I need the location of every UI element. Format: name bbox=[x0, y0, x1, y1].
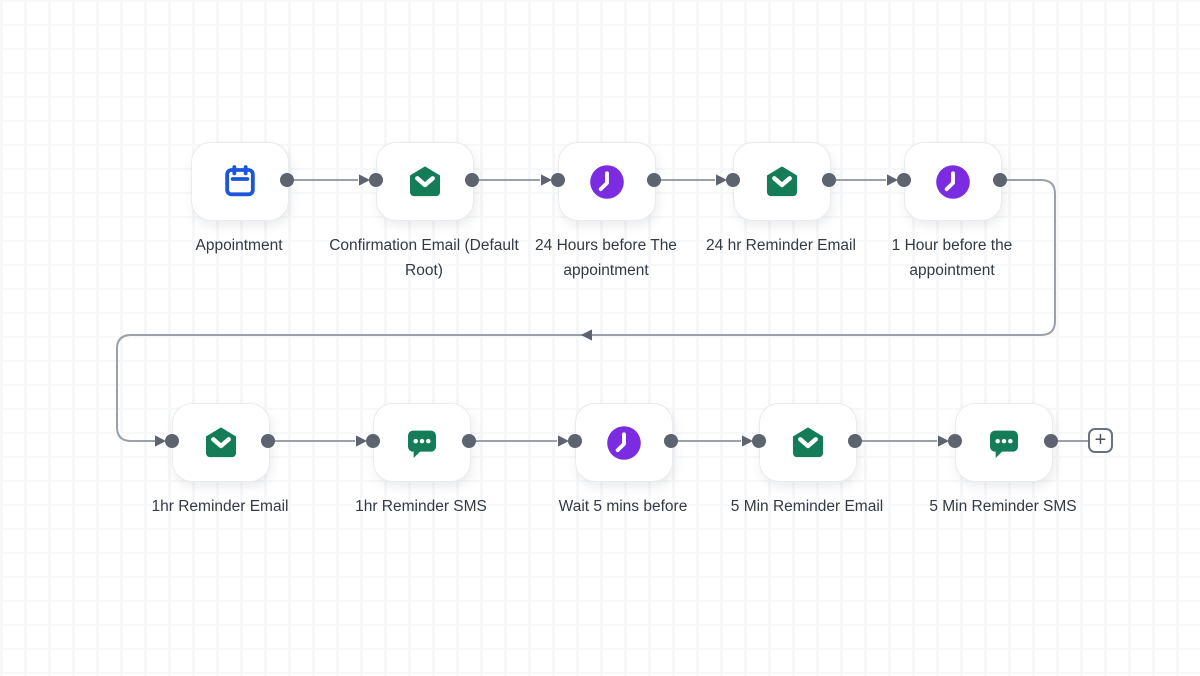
node-reminder-sms-1hr[interactable] bbox=[373, 403, 471, 482]
node-label: 24 Hours before The appointment bbox=[535, 237, 677, 279]
node-confirmation-email[interactable] bbox=[376, 142, 474, 221]
arrowhead-left bbox=[581, 329, 592, 341]
node-label: 1hr Reminder Email bbox=[151, 498, 289, 515]
sms-icon bbox=[990, 430, 1018, 458]
email-icon bbox=[792, 426, 824, 457]
clock-icon bbox=[607, 425, 641, 460]
node-label: Wait 5 mins before bbox=[558, 498, 688, 515]
arrowhead bbox=[558, 435, 569, 447]
node-label: 5 Min Reminder SMS bbox=[929, 498, 1077, 515]
arrowhead bbox=[155, 435, 166, 447]
clock-icon bbox=[590, 164, 624, 199]
email-icon bbox=[409, 165, 441, 196]
node-label: 5 Min Reminder Email bbox=[730, 498, 884, 515]
calendar-icon bbox=[225, 164, 255, 196]
email-icon bbox=[205, 426, 237, 457]
email-icon bbox=[766, 165, 798, 196]
arrowhead bbox=[887, 174, 898, 186]
node-label: 1hr Reminder SMS bbox=[355, 498, 487, 515]
node-reminder-email-5min[interactable] bbox=[759, 403, 857, 482]
sms-icon bbox=[408, 430, 436, 458]
node-wait-1-hour[interactable] bbox=[904, 142, 1002, 221]
arrowhead bbox=[716, 174, 727, 186]
arrowhead bbox=[742, 435, 753, 447]
node-label: 24 hr Reminder Email bbox=[706, 237, 856, 254]
node-wait-5-mins[interactable] bbox=[575, 403, 673, 482]
arrowhead bbox=[359, 174, 370, 186]
node-reminder-email-1hr[interactable] bbox=[172, 403, 270, 482]
node-label: Confirmation Email (Default Root) bbox=[329, 237, 519, 279]
clock-icon bbox=[936, 164, 970, 199]
arrowhead bbox=[356, 435, 367, 447]
node-label: Appointment bbox=[195, 237, 283, 254]
plus-icon: + bbox=[1094, 428, 1107, 451]
node-label: 1 Hour before the appointment bbox=[891, 237, 1013, 279]
add-node-button[interactable]: + bbox=[1088, 428, 1113, 453]
node-appointment[interactable] bbox=[191, 142, 289, 221]
node-reminder-sms-5min[interactable] bbox=[955, 403, 1053, 482]
arrowhead bbox=[938, 435, 949, 447]
node-reminder-email-24hr[interactable] bbox=[733, 142, 831, 221]
arrowhead bbox=[541, 174, 552, 186]
node-wait-24-hours[interactable] bbox=[558, 142, 656, 221]
